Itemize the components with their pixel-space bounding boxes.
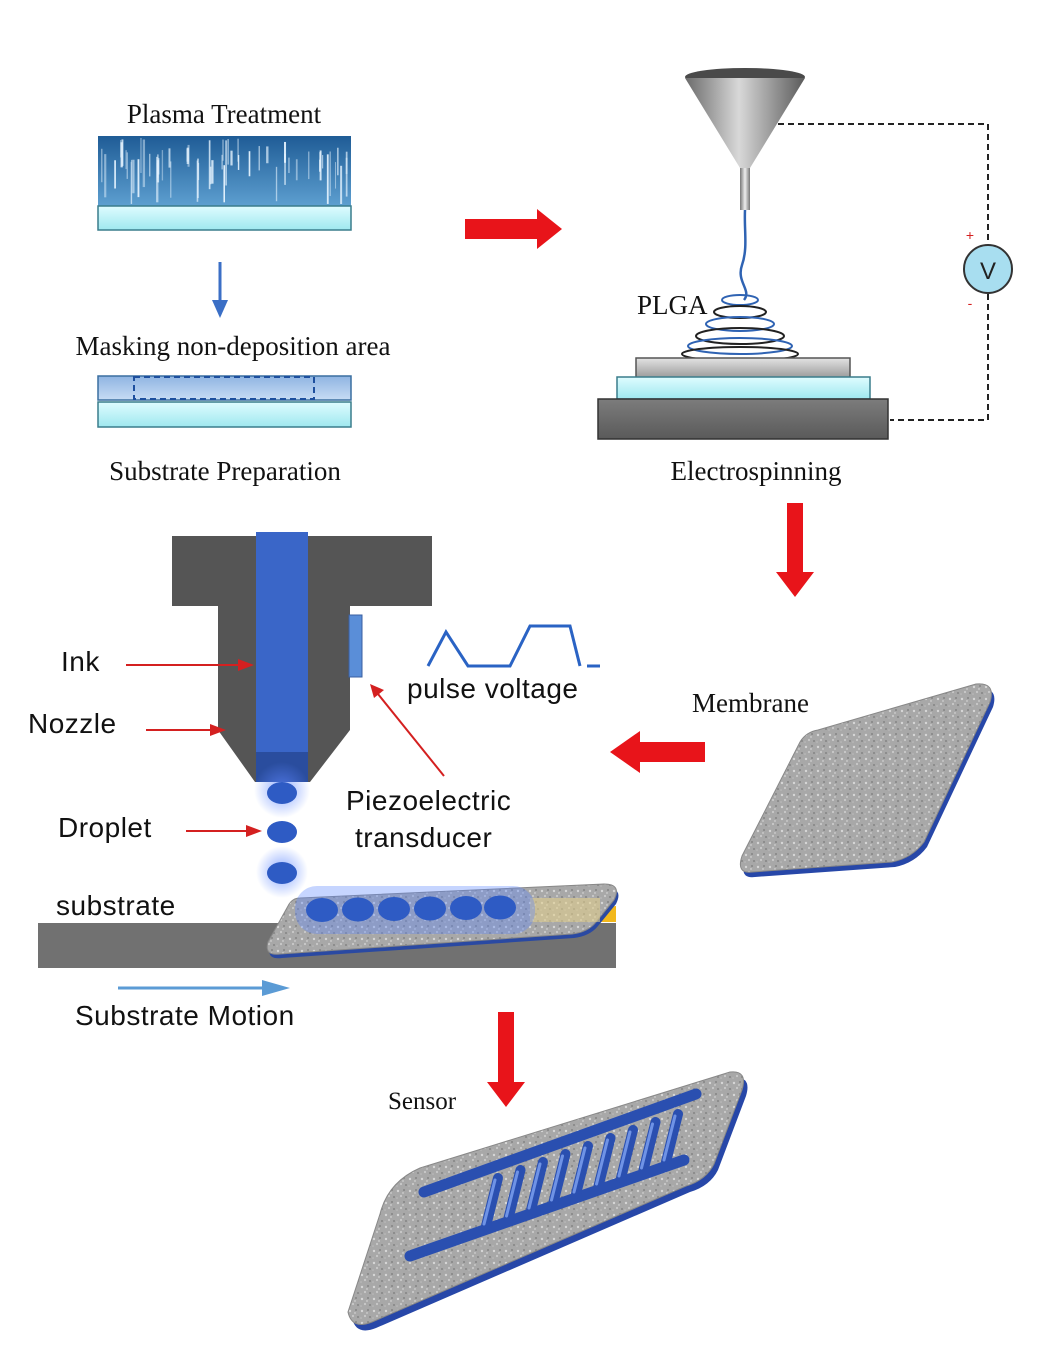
pulse-voltage-label: pulse voltage bbox=[407, 673, 579, 704]
fiber-loop bbox=[721, 294, 759, 306]
sensor-finger-highlight bbox=[617, 1130, 632, 1178]
sensor-finger bbox=[526, 1157, 548, 1215]
ink-label: Ink bbox=[61, 646, 100, 677]
fiber-loop bbox=[705, 316, 775, 332]
voltmeter bbox=[963, 244, 1013, 294]
spinneret-needle bbox=[740, 168, 750, 210]
plasma-streaks bbox=[100, 138, 348, 204]
plasma-treatment-step bbox=[97, 136, 352, 231]
printed-dot bbox=[306, 898, 338, 922]
plga-label: PLGA bbox=[637, 290, 708, 320]
substrate-label: substrate bbox=[56, 890, 176, 921]
sensor-finger-highlight bbox=[662, 1114, 677, 1162]
printed-dot bbox=[484, 895, 516, 920]
plasma-treatment-label: Plasma Treatment bbox=[126, 99, 322, 129]
ink-pointer-arrow bbox=[126, 659, 254, 671]
droplet-pointer-arrow bbox=[186, 825, 262, 837]
sensor-finger-highlight bbox=[595, 1138, 609, 1186]
deposition-window bbox=[133, 376, 315, 400]
flow-arrow-right bbox=[465, 209, 562, 249]
sensor-finger bbox=[481, 1173, 503, 1231]
piezoelectric-transducer bbox=[348, 614, 363, 678]
sensor-finger bbox=[638, 1117, 661, 1175]
flow-arrow-down-2 bbox=[487, 1012, 525, 1107]
voltmeter-symbol: V bbox=[980, 258, 996, 285]
fiber-loop bbox=[695, 327, 785, 345]
electrospinning-setup bbox=[597, 68, 1013, 440]
sensor-finger bbox=[571, 1141, 593, 1199]
sensor-electrode-bus-bottom bbox=[404, 1154, 690, 1262]
substrate-motion-arrow bbox=[118, 980, 290, 996]
down-arrow-small bbox=[212, 262, 228, 318]
sensor-electrode-bus-top bbox=[418, 1088, 702, 1198]
fiber-jet bbox=[739, 209, 748, 301]
transducer-label: transducer bbox=[355, 822, 493, 853]
sensor-finger-highlight bbox=[482, 1178, 497, 1226]
sensor-finger bbox=[616, 1125, 638, 1183]
droplet-1 bbox=[267, 782, 297, 804]
nozzle-label: Nozzle bbox=[28, 708, 117, 739]
grounded-base bbox=[597, 398, 889, 440]
nozzle-pointer-arrow bbox=[146, 724, 226, 736]
glass-substrate bbox=[97, 205, 352, 231]
flow-arrow-left bbox=[610, 731, 705, 773]
printed-pad-area bbox=[530, 898, 600, 922]
droplet-2 bbox=[267, 821, 297, 843]
inkjet-printhead bbox=[172, 532, 432, 898]
sensor-finger-highlight bbox=[572, 1146, 587, 1194]
sensor-finger bbox=[593, 1133, 616, 1191]
sensor-finger-highlight bbox=[550, 1154, 564, 1202]
sensor-label: Sensor bbox=[388, 1088, 457, 1115]
pulse-waveform bbox=[426, 624, 582, 668]
masking-label: Masking non-deposition area bbox=[75, 331, 391, 361]
sensor-finger bbox=[548, 1149, 571, 1207]
collector-plate bbox=[635, 357, 851, 379]
membrane bbox=[739, 683, 995, 878]
collector-glass bbox=[616, 376, 871, 400]
membrane-label: Membrane bbox=[692, 688, 809, 718]
printed-dot bbox=[414, 896, 446, 921]
sensor-membrane bbox=[347, 1071, 744, 1325]
polarity-plus: + bbox=[966, 227, 974, 243]
substrate-motion-label: Substrate Motion bbox=[75, 1000, 295, 1031]
flow-arrow-down-1 bbox=[776, 503, 814, 597]
fiber-loop bbox=[687, 337, 793, 355]
sensor-finger-highlight bbox=[505, 1170, 519, 1218]
spinneret-funnel bbox=[685, 78, 805, 168]
masked-glass-substrate bbox=[97, 401, 352, 428]
piezoelectric-label: Piezoelectric bbox=[346, 785, 512, 816]
sensor-finger bbox=[661, 1109, 683, 1167]
sensor bbox=[347, 1071, 748, 1331]
masking-step bbox=[97, 375, 352, 428]
polarity-minus: - bbox=[968, 295, 973, 311]
printed-dots bbox=[306, 895, 516, 922]
sensor-interdigitated-fingers bbox=[481, 1109, 683, 1231]
electrospinning-label: Electrospinning bbox=[670, 456, 842, 486]
droplet-3 bbox=[267, 862, 297, 884]
membrane-surface bbox=[739, 683, 992, 873]
printing-stage bbox=[38, 883, 619, 968]
droplet-label: Droplet bbox=[58, 812, 152, 843]
sensor-finger-highlight bbox=[527, 1162, 542, 1210]
wire-to-voltmeter-top bbox=[778, 123, 989, 244]
printed-dot bbox=[450, 896, 482, 920]
sensor-finger bbox=[503, 1165, 526, 1223]
printed-dot bbox=[378, 897, 410, 921]
ink-channel bbox=[256, 532, 308, 754]
sensor-finger-highlight bbox=[640, 1122, 654, 1170]
wire-to-base bbox=[890, 294, 989, 421]
substrate-preparation-label: Substrate Preparation bbox=[109, 456, 341, 486]
piezo-pointer-arrow bbox=[370, 684, 445, 777]
printed-dot bbox=[342, 897, 374, 922]
